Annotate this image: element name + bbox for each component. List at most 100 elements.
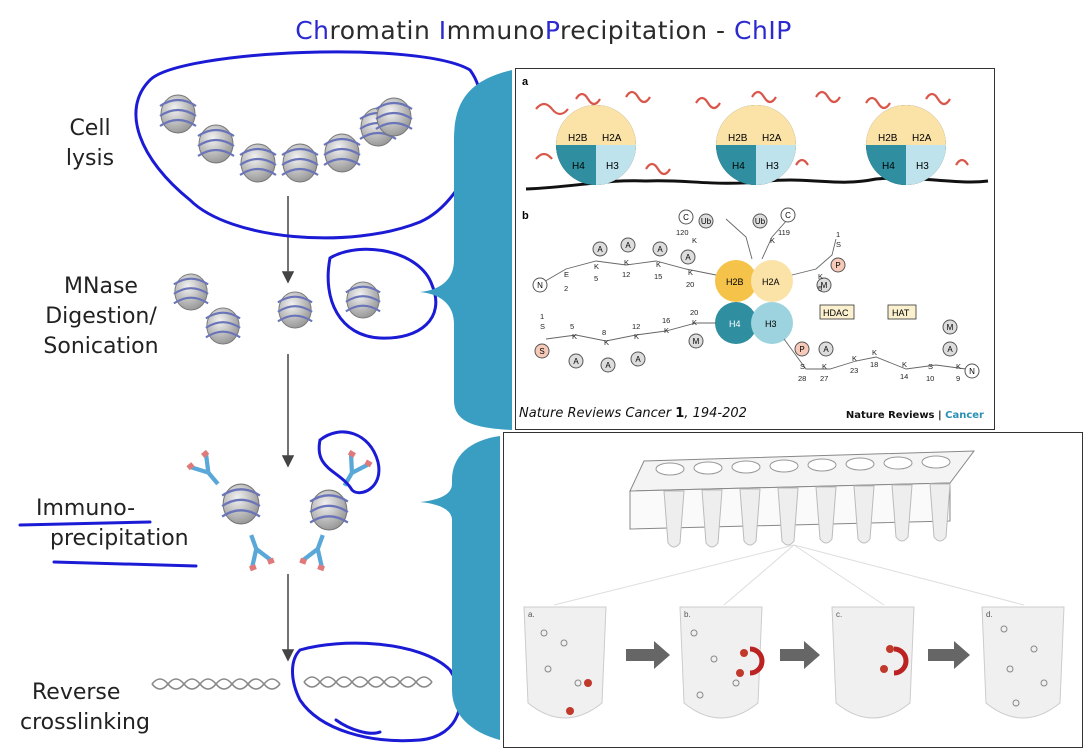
svg-text:K: K bbox=[692, 318, 697, 327]
svg-text:A: A bbox=[573, 357, 579, 366]
tube-label-a: a. bbox=[528, 610, 535, 619]
svg-text:K: K bbox=[770, 236, 775, 245]
svg-text:H2B: H2B bbox=[568, 133, 588, 144]
panel-label-b: b bbox=[522, 210, 529, 222]
svg-text:H3: H3 bbox=[765, 319, 777, 329]
histone-core: H2B H2A H4 H3 bbox=[715, 260, 793, 344]
svg-text:N: N bbox=[969, 367, 975, 376]
svg-text:A: A bbox=[685, 253, 691, 262]
svg-text:S: S bbox=[539, 347, 544, 356]
svg-text:C: C bbox=[785, 211, 791, 220]
released-dna bbox=[151, 676, 433, 690]
residue-positions: 120 K 119 K 1 S E 2 K 5 K 12 K 15 K 20 K… bbox=[540, 228, 961, 383]
svg-text:H2A: H2A bbox=[762, 133, 782, 144]
svg-text:H2A: H2A bbox=[762, 277, 780, 287]
panel-label-a: a bbox=[522, 76, 529, 88]
svg-text:K: K bbox=[572, 332, 577, 341]
svg-text:P: P bbox=[799, 345, 804, 354]
step-cell-lysis: Cell lysis bbox=[65, 116, 115, 171]
svg-text:Ub: Ub bbox=[755, 217, 766, 226]
svg-text:A: A bbox=[823, 345, 829, 354]
svg-text:A: A bbox=[625, 241, 631, 250]
svg-text:K: K bbox=[852, 354, 857, 363]
nucleosome-octamers: H2B H2A H4 H3 H2B H2A H4 H3 bbox=[556, 105, 946, 185]
pen-annotations bbox=[18, 50, 484, 743]
svg-text:27: 27 bbox=[820, 374, 828, 383]
svg-text:20: 20 bbox=[686, 280, 694, 289]
svg-text:1: 1 bbox=[836, 230, 840, 239]
digested-nucleosomes bbox=[172, 272, 382, 346]
svg-text:H4: H4 bbox=[572, 161, 585, 172]
svg-text:14: 14 bbox=[900, 372, 908, 381]
svg-text:K: K bbox=[902, 360, 907, 369]
svg-text:M: M bbox=[693, 337, 700, 346]
tube-label-d: d. bbox=[986, 610, 993, 619]
svg-text:119: 119 bbox=[778, 228, 790, 237]
svg-text:K: K bbox=[692, 236, 697, 245]
svg-text:H2A: H2A bbox=[912, 133, 932, 144]
svg-text:K: K bbox=[624, 258, 629, 267]
svg-text:H3: H3 bbox=[916, 161, 929, 172]
svg-text:H2B: H2B bbox=[728, 133, 748, 144]
figure-credit: Nature Reviews | Cancer bbox=[845, 410, 984, 421]
svg-text:HDAC: HDAC bbox=[823, 308, 849, 318]
svg-text:28: 28 bbox=[798, 374, 806, 383]
svg-text:K: K bbox=[688, 268, 693, 277]
nucleosome-chain bbox=[158, 93, 414, 184]
svg-text:K: K bbox=[656, 260, 661, 269]
svg-text:K: K bbox=[634, 332, 639, 341]
svg-text:23: 23 bbox=[850, 366, 858, 375]
svg-text:A: A bbox=[635, 355, 641, 364]
flow-arrows bbox=[281, 196, 295, 662]
modification-markers: C Ub Ub C A A A A N P S M A A A M P A M … bbox=[532, 207, 980, 379]
svg-text:Ub: Ub bbox=[701, 217, 712, 226]
histone-diagram: a H2B H2A H4 H3 bbox=[522, 76, 989, 383]
svg-text:2: 2 bbox=[564, 284, 568, 293]
svg-text:K: K bbox=[594, 262, 599, 271]
svg-text:M: M bbox=[821, 281, 828, 290]
svg-text:K: K bbox=[956, 362, 961, 371]
svg-text:H4: H4 bbox=[729, 319, 741, 329]
svg-text:S: S bbox=[928, 362, 933, 371]
svg-text:8: 8 bbox=[602, 328, 606, 337]
svg-text:H4: H4 bbox=[882, 161, 895, 172]
svg-text:S: S bbox=[540, 322, 545, 331]
svg-text:5: 5 bbox=[818, 284, 822, 293]
tube-label-c: c. bbox=[836, 610, 842, 619]
svg-text:12: 12 bbox=[632, 322, 640, 331]
svg-text:12: 12 bbox=[622, 270, 630, 279]
svg-text:K: K bbox=[664, 326, 669, 335]
svg-text:H4: H4 bbox=[732, 161, 745, 172]
svg-text:K: K bbox=[604, 338, 609, 347]
svg-text:C: C bbox=[683, 213, 689, 222]
svg-text:S: S bbox=[800, 362, 805, 371]
svg-text:120: 120 bbox=[676, 228, 689, 237]
svg-text:A: A bbox=[657, 245, 663, 254]
histone-figure-panel: a H2B H2A H4 H3 bbox=[515, 68, 995, 430]
svg-text:A: A bbox=[947, 345, 953, 354]
svg-text:N: N bbox=[537, 281, 543, 290]
step-reverse-crosslinking: Reverse crosslinking bbox=[20, 680, 150, 735]
svg-text:M: M bbox=[947, 323, 954, 332]
svg-text:18: 18 bbox=[870, 360, 878, 369]
svg-text:A: A bbox=[605, 361, 611, 370]
svg-text:E: E bbox=[564, 270, 569, 279]
svg-text:P: P bbox=[835, 261, 840, 270]
svg-text:K: K bbox=[822, 362, 827, 371]
step-immunoprecipitation: Immuno- precipitation bbox=[36, 496, 189, 551]
svg-text:15: 15 bbox=[654, 272, 662, 281]
svg-text:H2A: H2A bbox=[602, 133, 622, 144]
svg-text:S: S bbox=[836, 240, 841, 249]
tube-rack-illustration: a. b. c. d. bbox=[523, 450, 1065, 719]
svg-text:5: 5 bbox=[594, 274, 598, 283]
immunoprecipitation-tubes-panel: a. b. c. d. bbox=[503, 432, 1083, 748]
tube-label-b: b. bbox=[684, 610, 691, 619]
svg-text:H3: H3 bbox=[766, 161, 779, 172]
svg-text:10: 10 bbox=[926, 374, 934, 383]
svg-text:9: 9 bbox=[956, 374, 960, 383]
svg-text:K: K bbox=[872, 348, 877, 357]
svg-text:H3: H3 bbox=[606, 161, 619, 172]
svg-text:HAT: HAT bbox=[892, 308, 910, 318]
svg-text:H2B: H2B bbox=[878, 133, 898, 144]
